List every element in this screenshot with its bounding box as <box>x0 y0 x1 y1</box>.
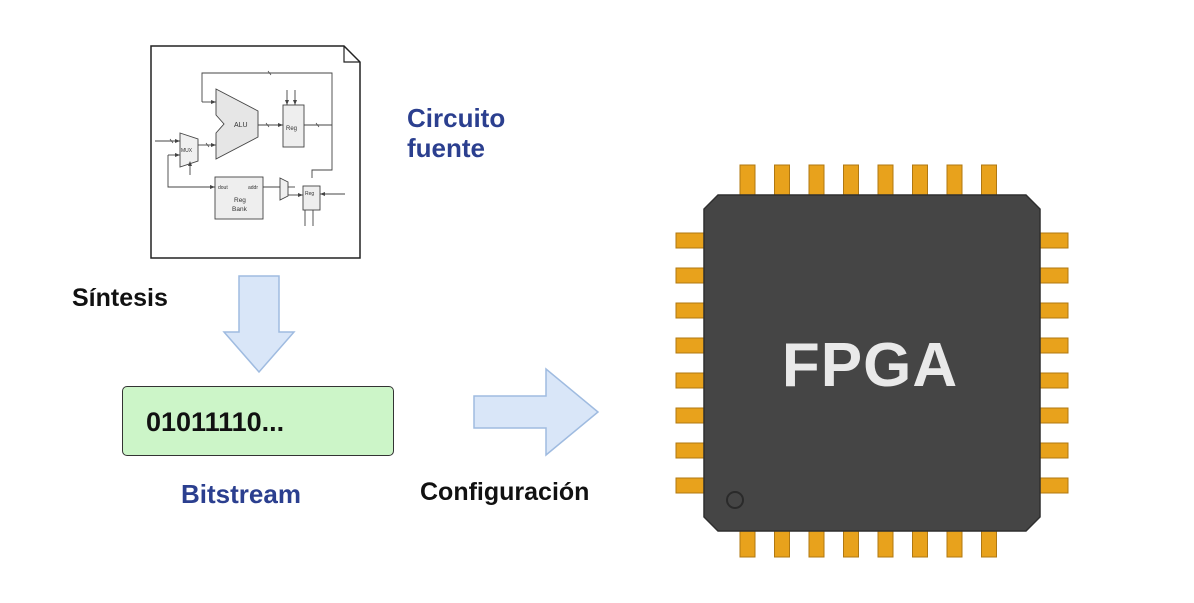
chip-pins <box>675 164 1069 558</box>
chip-pin-left <box>675 232 709 249</box>
chip-pin-left <box>675 407 709 424</box>
chip-pin-right <box>1035 302 1069 319</box>
chip-pin-top <box>946 164 963 200</box>
chip-pin-top <box>877 164 894 200</box>
bitstream-box: 01011110... <box>122 386 394 456</box>
circuit-arrowheads <box>175 100 325 197</box>
register-label: Reg <box>286 126 297 132</box>
synthesis-arrow <box>222 275 296 374</box>
bus-ticks <box>169 70 320 148</box>
chip-pin-left <box>675 442 709 459</box>
mux-label: MUX <box>181 148 193 154</box>
register-bank-line2: Bank <box>232 206 248 213</box>
chip-pin-left <box>675 267 709 284</box>
dout-label: dout <box>218 185 228 191</box>
chip-pin1-marker <box>726 491 744 509</box>
bitstream-label: Bitstream <box>181 479 301 509</box>
chip-pin-top <box>981 164 997 200</box>
chip-pin-right <box>1035 372 1069 389</box>
chip-pin-right <box>1035 407 1069 424</box>
chip-pin-top <box>808 164 825 200</box>
circuit-title-line2: fuente <box>407 133 485 163</box>
chip-pin-right <box>1035 337 1069 354</box>
chip-pin-top <box>843 164 859 200</box>
fpga-label: FPGA <box>781 331 959 400</box>
synthesis-label: Síntesis <box>72 284 168 312</box>
chip-pin-top <box>739 164 756 200</box>
chip-pin-right <box>1035 232 1069 249</box>
document-fold <box>343 46 360 63</box>
addr-label: addr <box>248 185 258 191</box>
chip-pin-right <box>1035 477 1069 494</box>
bitstream-value: 01011110... <box>146 407 285 437</box>
register-bank-line1: Reg <box>234 197 246 204</box>
circuit-document: ALU Reg MUX dout addr Reg Bank Reg <box>150 45 361 259</box>
circuit-title-line1: Circuito <box>407 103 506 133</box>
configuration-label: Configuración <box>420 478 590 506</box>
chip-pin-top <box>774 164 790 200</box>
configuration-arrow <box>473 367 600 457</box>
small-mux-block <box>279 177 289 201</box>
second-register-block <box>302 185 321 211</box>
mux-block <box>179 132 199 168</box>
chip-pin-right <box>1035 442 1069 459</box>
chip-body <box>703 194 1041 532</box>
register-block <box>282 104 305 148</box>
register-bank-block <box>214 176 264 220</box>
second-register-label: Reg <box>305 191 314 197</box>
circuit-title: Circuito fuente <box>407 103 547 163</box>
fpga-chip <box>675 164 1069 558</box>
chip-pin-left <box>675 302 709 319</box>
alu-block <box>215 88 259 160</box>
chip-pin-right <box>1035 267 1069 284</box>
chip-pin-top <box>912 164 928 200</box>
chip-pin-left <box>675 477 709 494</box>
alu-label: ALU <box>234 122 248 129</box>
